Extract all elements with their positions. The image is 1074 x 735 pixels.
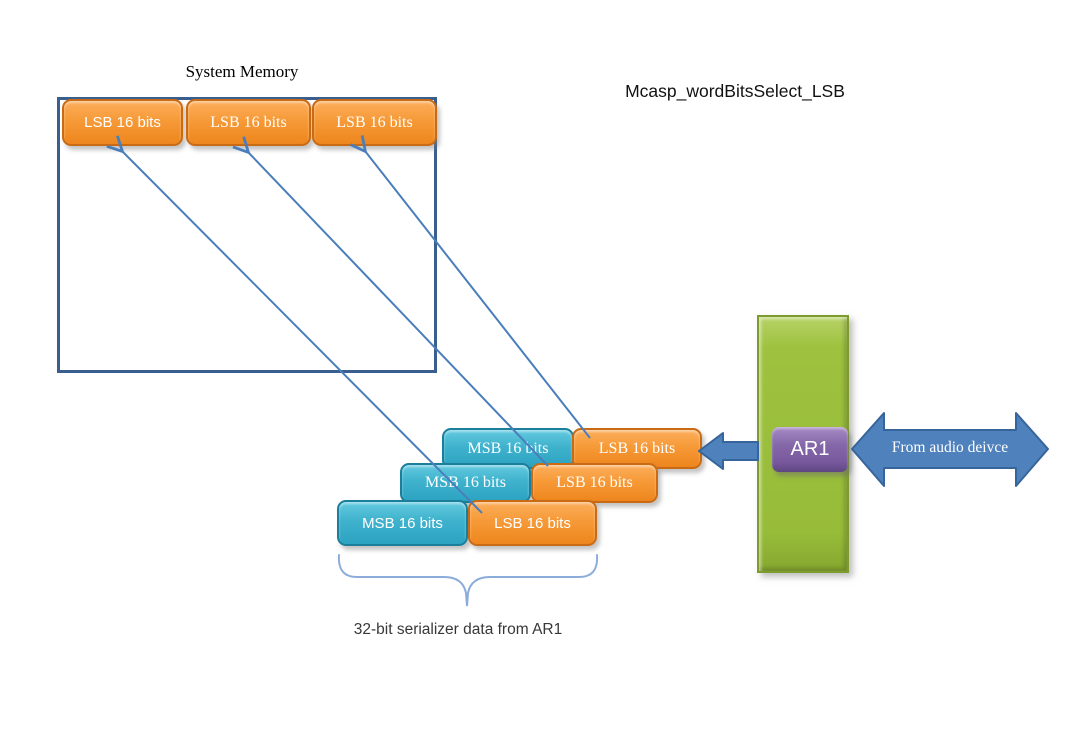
serializer-brace-label: 32-bit serializer data from AR1 — [353, 621, 563, 638]
stack-row2-lsb-block: LSB 16 bits — [531, 463, 658, 503]
system-memory-label: System Memory — [185, 62, 299, 81]
serializer-brace — [337, 554, 599, 607]
stack-row3-msb-block: MSB 16 bits — [337, 500, 468, 546]
memory-lsb-block-1: LSB 16 bits — [62, 99, 183, 146]
to-serializer-arrow-icon — [698, 432, 759, 470]
memory-lsb-block-3: LSB 16 bits — [312, 99, 437, 146]
stack-row3-lsb-block: LSB 16 bits — [468, 500, 597, 546]
from-audio-device-label: From audio deivce — [891, 439, 1009, 456]
diagram-title: Mcasp_wordBitsSelect_LSB — [625, 81, 845, 101]
stack-row2-msb-block: MSB 16 bits — [400, 463, 531, 503]
ar1-block: AR1 — [772, 427, 848, 472]
memory-lsb-block-2: LSB 16 bits — [186, 99, 311, 146]
